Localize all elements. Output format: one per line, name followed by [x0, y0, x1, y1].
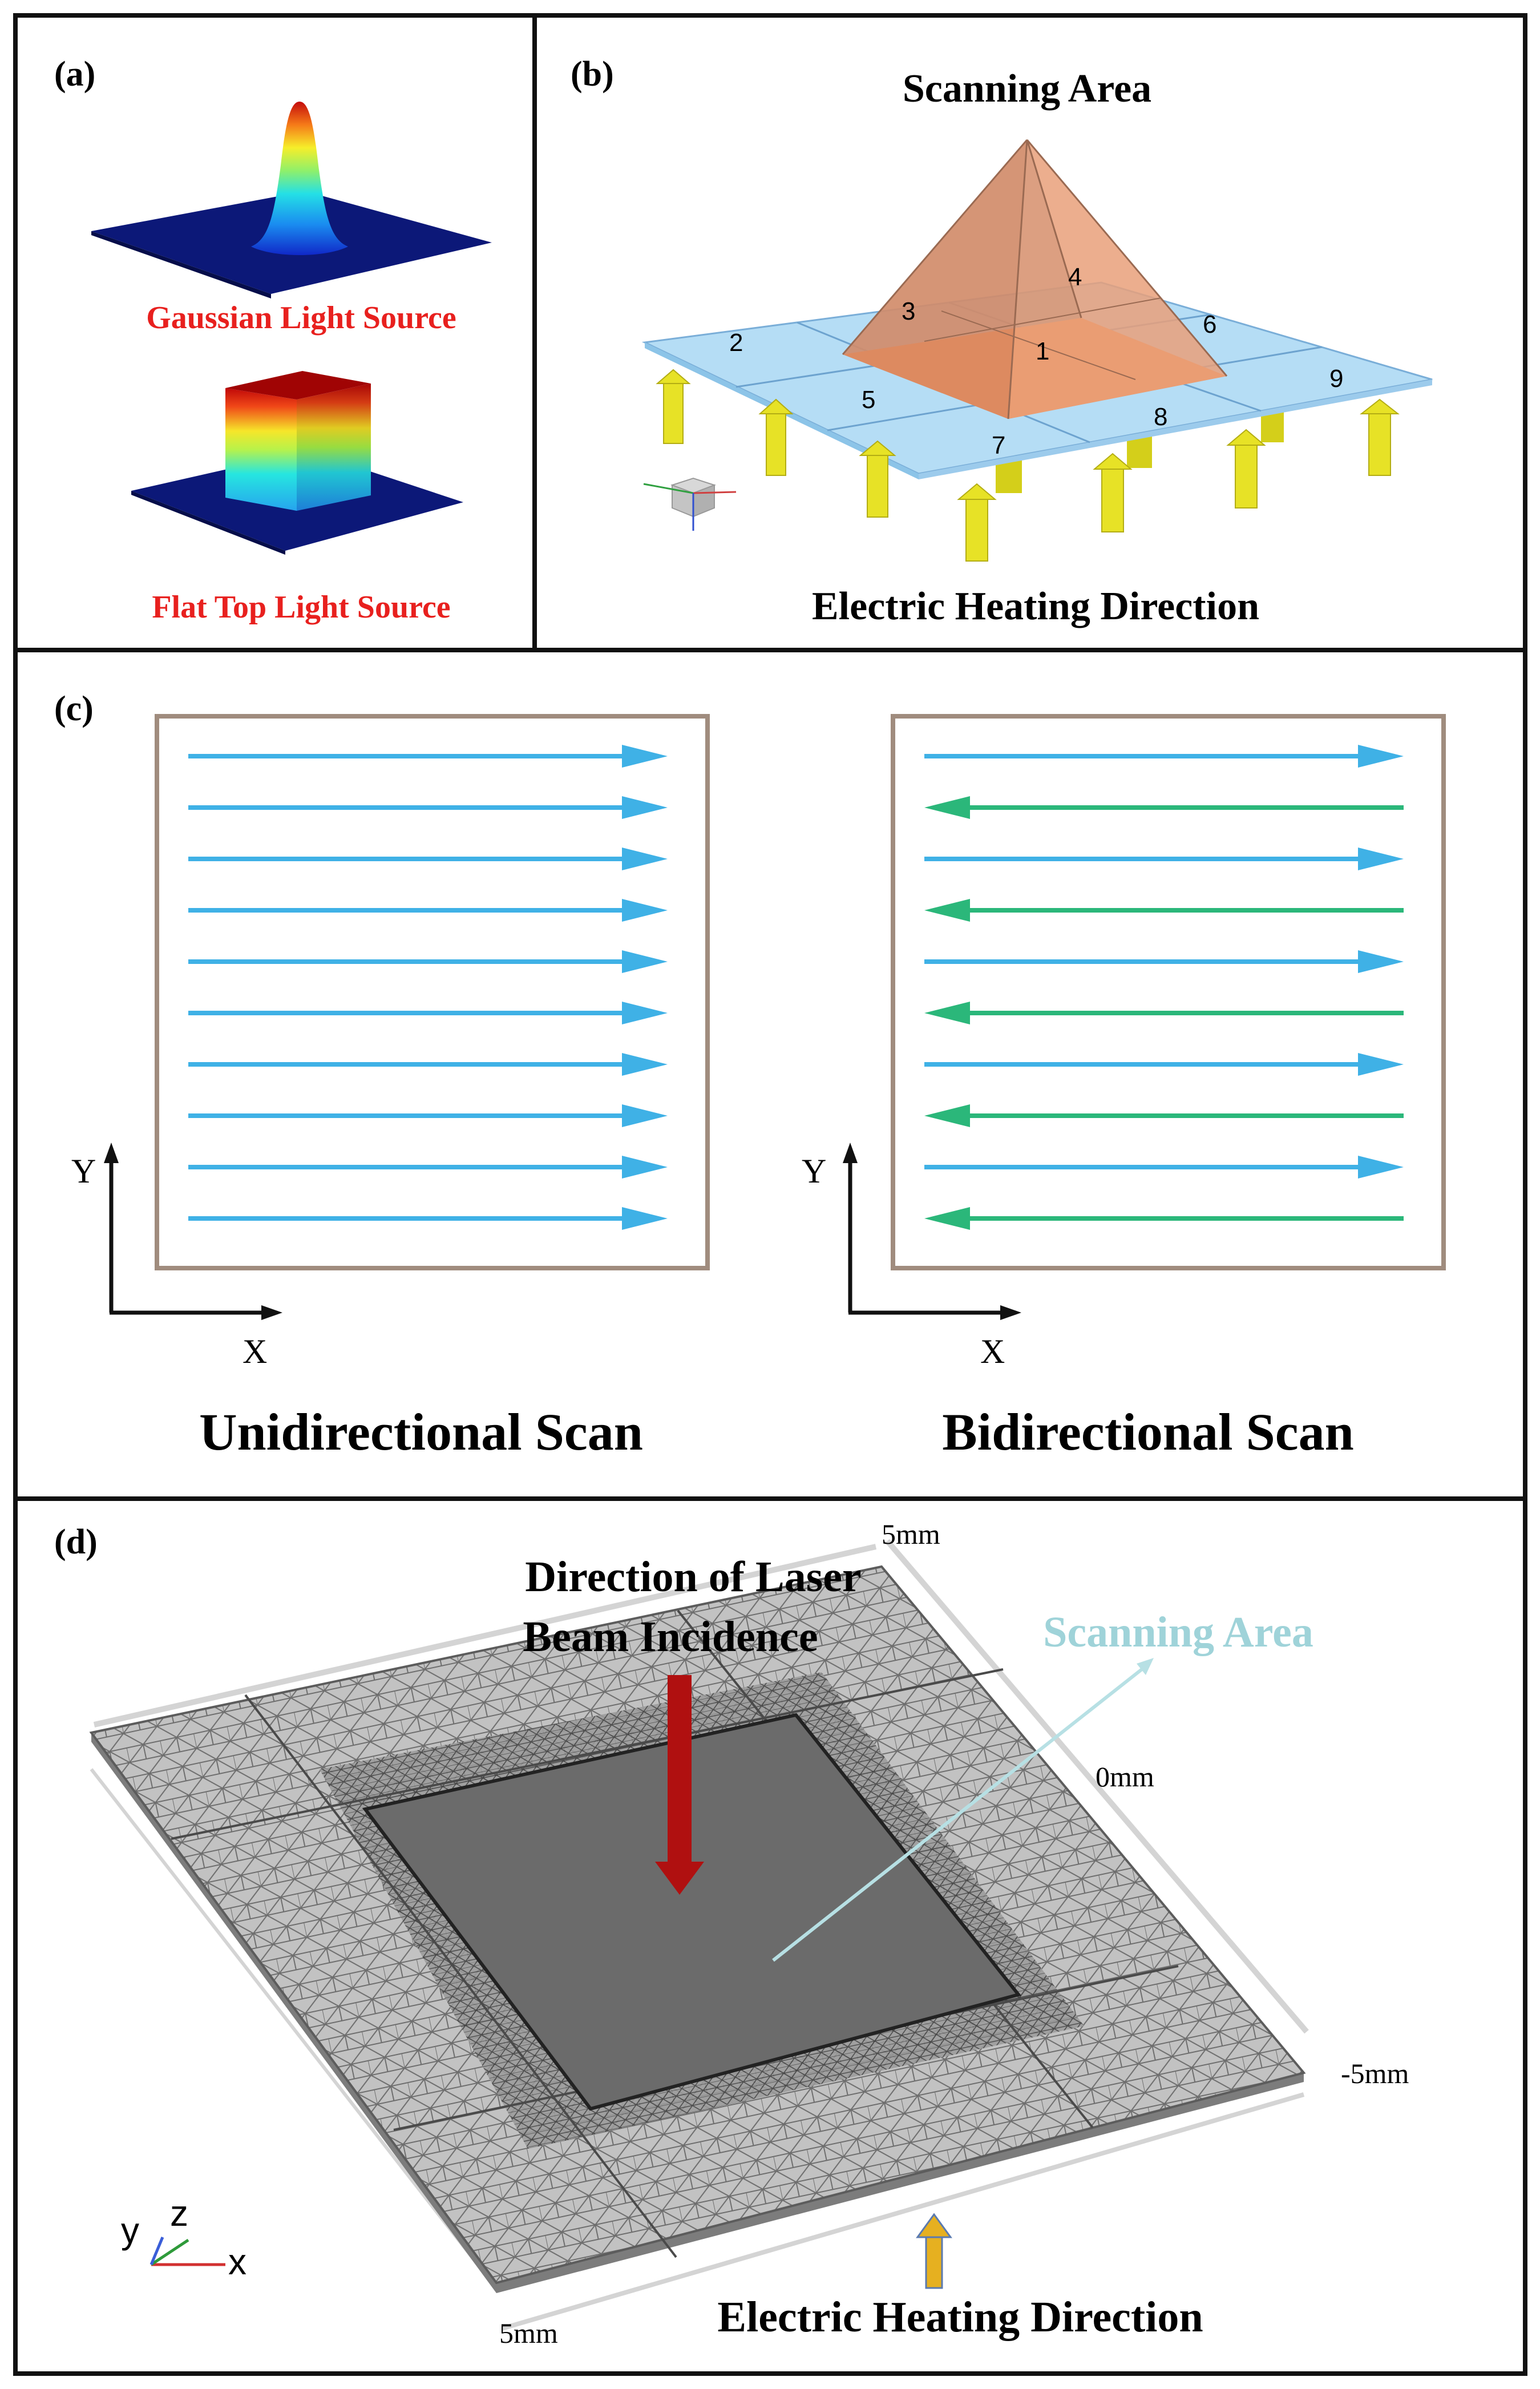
axis-y-right: Y [802, 1152, 826, 1190]
bi-arrow-2-left [924, 796, 1404, 819]
electric-heating-caption-d: Electric Heating Direction [717, 2293, 1203, 2341]
laser-incidence-arrow [655, 1675, 704, 1895]
scanning-area-pointer [772, 1658, 1154, 1962]
unidirectional-scan-arrows [188, 745, 668, 1230]
bi-arrow-5-right [924, 950, 1404, 973]
zone-numbers: 1 2 3 4 5 6 7 8 9 [729, 263, 1343, 459]
flat-top-box-front [225, 388, 297, 511]
heating-pin [656, 369, 691, 444]
triad-y: y [121, 2210, 139, 2251]
panel-d-frame [13, 1496, 1527, 2376]
panel-d-label: (d) [54, 1523, 98, 1561]
heating-pin [1226, 429, 1266, 509]
gaussian-beam-plot [91, 102, 492, 298]
heating-pin [1093, 453, 1133, 532]
zone-8: 8 [1154, 403, 1167, 431]
uni-arrow-6-right [188, 1002, 668, 1024]
tick-minus-5mm: -5mm [1341, 2057, 1409, 2089]
scan-area-square [362, 1713, 1022, 2111]
electric-heating-arrow-d [916, 2213, 952, 2289]
uni-arrow-10-right [188, 1207, 668, 1230]
plate-side-edge [919, 380, 1432, 479]
flat-top-beam-plot [131, 371, 463, 555]
uni-arrow-3-right [188, 848, 668, 870]
bi-arrow-3-right [924, 848, 1404, 870]
pyramid-left-face [843, 140, 1027, 419]
zone-1: 1 [1036, 337, 1049, 365]
gaussian-caption: Gaussian Light Source [146, 300, 456, 336]
scanning-area-title: Scanning Area [903, 67, 1151, 111]
axis-x-left: X [242, 1333, 267, 1370]
bidirectional-scan-caption: Bidirectional Scan [942, 1403, 1354, 1461]
mesh-plate-side [91, 1733, 1304, 2293]
view-cube-icon [643, 477, 737, 531]
heating-pin [957, 483, 997, 562]
uni-arrow-2-right [188, 796, 668, 819]
unidirectional-scan-caption: Unidirectional Scan [199, 1403, 643, 1461]
panel-a-label: (a) [54, 55, 95, 94]
bi-arrow-9-right [924, 1156, 1404, 1179]
mesh-model [89, 1539, 1309, 2331]
zone-4: 4 [1068, 263, 1082, 291]
uni-arrow-8-right [188, 1104, 668, 1127]
zone-7: 7 [992, 431, 1005, 459]
laser-direction-line1: Direction of Laser [525, 1553, 862, 1601]
tick-5mm-top: 5mm [882, 1518, 940, 1550]
zone-9: 9 [1329, 365, 1343, 393]
zone-6: 6 [1203, 310, 1216, 338]
heating-pin [758, 398, 794, 476]
uni-arrow-1-right [188, 745, 668, 768]
tick-5mm-bottom: 5mm [499, 2317, 558, 2349]
gaussian-peak [251, 102, 348, 255]
heating-pin [859, 440, 896, 518]
laser-direction-line2: Beam Incidence [523, 1613, 818, 1661]
flat-top-caption: Flat Top Light Source [152, 590, 450, 625]
uni-arrow-9-right [188, 1156, 668, 1179]
uni-arrow-4-right [188, 899, 668, 922]
uni-arrow-5-right [188, 950, 668, 973]
electric-heating-caption-b: Electric Heating Direction [812, 584, 1259, 628]
panel-b-label: (b) [571, 55, 614, 94]
scanning-pyramid [842, 139, 1228, 419]
bi-arrow-7-right [924, 1053, 1404, 1076]
uni-arrow-7-right [188, 1053, 668, 1076]
triad-x: x [228, 2241, 246, 2282]
bi-arrow-8-left [924, 1104, 1404, 1127]
bi-arrow-1-right [924, 745, 1404, 768]
bi-arrow-10-left [924, 1207, 1404, 1230]
triad-z: z [170, 2193, 188, 2234]
heating-pin [1360, 398, 1400, 476]
coordinate-triad: y z x [121, 2193, 246, 2282]
scanning-area-label: Scanning Area [1043, 1608, 1313, 1656]
bi-arrow-4-left [924, 899, 1404, 922]
flat-top-box-top [225, 371, 371, 399]
heating-pins-front [656, 369, 1400, 562]
flat-top-box-side [297, 384, 371, 511]
bidirectional-scan-frame [891, 714, 1446, 1270]
panel-c-label: (c) [54, 689, 94, 728]
zone-3: 3 [902, 297, 915, 325]
zone-2: 2 [729, 329, 743, 357]
bidirectional-scan-arrows [924, 745, 1404, 1230]
pyramid-right-face [1008, 140, 1227, 419]
axes-right: Y X [802, 1143, 1021, 1370]
axis-y-left: Y [71, 1152, 96, 1190]
axes-left: Y X [71, 1143, 282, 1370]
pyramid-back-face [843, 140, 1081, 354]
bi-arrow-6-left [924, 1002, 1404, 1024]
zone-5: 5 [862, 386, 875, 414]
axis-x-right: X [980, 1333, 1005, 1370]
tick-0mm: 0mm [1096, 1761, 1154, 1793]
